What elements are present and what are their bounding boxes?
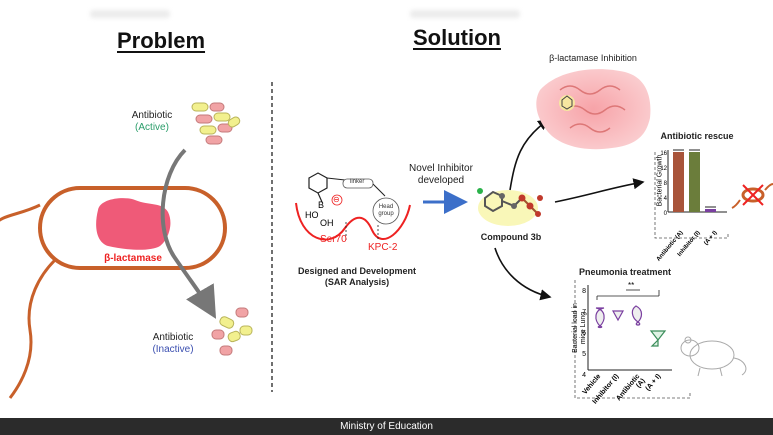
blurred-header-left <box>90 10 170 18</box>
blurred-header-right <box>410 10 520 18</box>
violin-combo <box>649 330 667 347</box>
design-line2: (SAR Analysis) <box>324 277 390 287</box>
rescue-ytick: 4 <box>663 196 667 202</box>
pneumonia-yticks: 8 7 6 5 4 <box>578 281 586 386</box>
arrow-to-inhibition <box>509 119 550 191</box>
illustration <box>0 69 773 399</box>
significance-label: ** <box>628 281 635 290</box>
mouse-icon <box>680 336 747 377</box>
scheme-boron: B <box>318 200 325 210</box>
rescue-chart <box>654 149 729 239</box>
compound-molecule-icon <box>477 188 543 226</box>
antibiotic-inactive-label: Antibiotic (Inactive) <box>143 332 203 356</box>
bacterium <box>0 186 227 399</box>
protein-structure-icon <box>536 69 651 150</box>
novel-inhibitor-label: Novel Inhibitor developed <box>400 163 482 187</box>
rescue-ytick: 8 <box>663 181 667 187</box>
bar-combo <box>705 209 716 212</box>
problem-title: Problem <box>117 28 206 53</box>
antibiotic-inactive-line2: (Inactive) <box>152 344 194 355</box>
kpc2-label: KPC-2 <box>368 242 398 253</box>
pneumonia-ytick: 6 <box>582 330 586 337</box>
inactive-pills-icon <box>211 307 253 356</box>
design-label: Designed and Development (SAR Analysis) <box>288 266 426 288</box>
scheme-linker-label: linker <box>350 179 365 185</box>
arrow-to-pneumonia <box>494 247 552 301</box>
scheme-head-line1: Head <box>378 204 394 210</box>
antibiotic-active-line1: Antibiotic <box>131 110 173 121</box>
footer-bar: Ministry of Education <box>0 418 773 435</box>
beta-lactamase-blob <box>96 198 171 250</box>
pneumonia-ytick: 4 <box>582 372 586 379</box>
novel-line2: developed <box>417 175 465 186</box>
pneumonia-ytick: 5 <box>582 351 586 358</box>
antibiotic-active-label: Antibiotic (Active) <box>122 110 182 134</box>
violin-vehicle <box>595 307 605 329</box>
active-pills-icon <box>191 102 241 145</box>
solution-title: Solution <box>413 25 501 50</box>
violin-inhibitor <box>611 310 625 322</box>
rescue-ytick: 16 <box>660 151 667 157</box>
compound-3b-label: Compound 3b <box>480 232 542 242</box>
rescue-title: Antibiotic rescue <box>660 131 734 141</box>
scheme-head-label: Head group <box>375 204 397 218</box>
novel-line1: Novel Inhibitor <box>409 163 473 174</box>
bar-antibiotic <box>673 152 684 212</box>
pneumonia-ytick: 7 <box>582 309 586 316</box>
scheme-oh: OH <box>320 218 334 228</box>
deactivation-arrow <box>160 148 217 319</box>
pneumonia-chart <box>574 280 691 399</box>
killed-bacteria-icon <box>731 183 773 209</box>
inhibition-title: β-lactamase Inhibition <box>549 53 637 63</box>
arrow-to-rescue <box>554 178 645 203</box>
antibiotic-inactive-line1: Antibiotic <box>152 332 194 343</box>
rescue-ytick: 0 <box>663 211 667 217</box>
rescue-ytick: 12 <box>660 166 667 172</box>
bar-inhibitor <box>689 152 700 212</box>
ser70-label: Ser70 <box>320 234 347 245</box>
scheme-ho: HO <box>305 210 319 220</box>
pneumonia-ytick: 8 <box>582 288 586 295</box>
scheme-head-line2: group <box>378 211 394 217</box>
violin-antibiotic <box>631 305 643 326</box>
scheme-minus: ⊖ <box>333 195 340 204</box>
antibiotic-active-line2: (Active) <box>135 122 169 133</box>
beta-lactamase-label: β-lactamase <box>104 253 162 264</box>
design-line1: Designed and Development <box>297 266 417 276</box>
inhibitor-scheme-icon <box>295 172 411 241</box>
rescue-yticks: 16 12 8 4 0 <box>657 147 667 222</box>
pneumonia-title: Pneumonia treatment <box>578 267 672 277</box>
